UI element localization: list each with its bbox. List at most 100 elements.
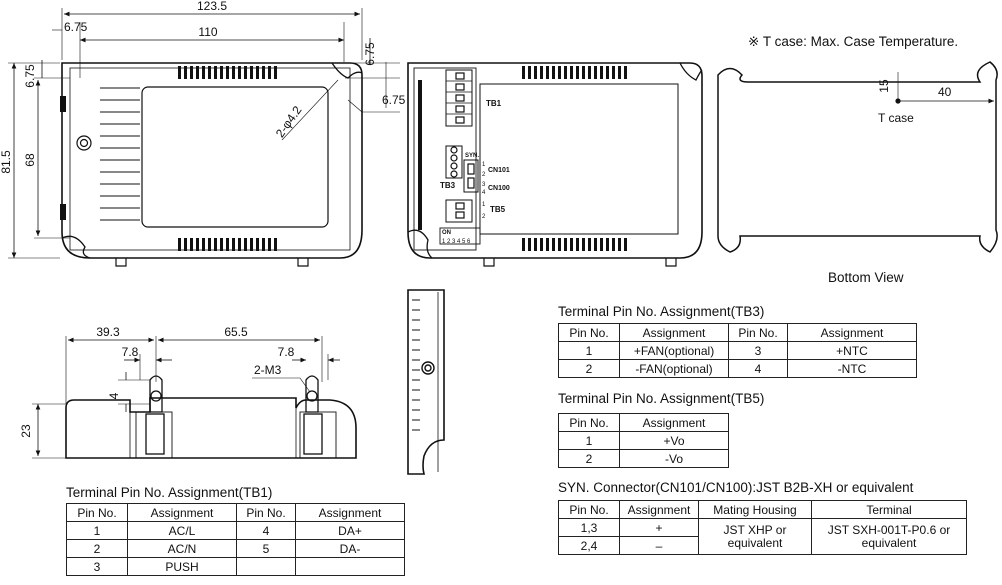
table-cell: 2 <box>66 539 128 558</box>
tb1-table: Pin No. Assignment Pin No. Assignment 1 … <box>66 503 405 576</box>
table-header: Mating Housing <box>698 500 812 519</box>
table-cell: DA- <box>295 539 405 558</box>
table-cell: -FAN(optional) <box>619 359 729 378</box>
tb1-caption: Terminal Pin No. Assignment(TB1) <box>66 485 273 500</box>
dim-clip-left: 7.8 <box>122 345 139 359</box>
table-row: 2 -Vo <box>558 449 729 468</box>
tb5-table: Pin No. Assignment 1 +Vo 2 -Vo <box>558 413 729 468</box>
table-row: 1,3 + JST XHP or equivalent JST SXH-001T… <box>558 518 967 555</box>
table-cell <box>236 557 296 576</box>
table-header: Assignment <box>619 323 729 342</box>
table-header: Assignment <box>787 323 917 342</box>
table-header-row: Pin No. Assignment Mating Housing Termin… <box>558 500 967 519</box>
tcase-label: T case <box>878 111 914 125</box>
dim-height-inner: 68 <box>23 153 37 167</box>
dim-15: 15 <box>877 79 891 93</box>
tcase-point <box>895 98 901 104</box>
dim-side-span: 65.5 <box>224 325 248 339</box>
table-cell: AC/L <box>127 521 237 540</box>
table-cell: 4 <box>728 359 788 378</box>
table-header: Assignment <box>619 500 699 519</box>
on-label: ON <box>442 230 451 236</box>
dim-body-width: 110 <box>198 25 217 39</box>
side-view <box>32 336 357 459</box>
table-row: 1 +FAN(optional) 3 +NTC <box>558 341 917 360</box>
tb3-label: TB3 <box>440 181 456 190</box>
table-header: Pin No. <box>558 413 620 432</box>
tb3-table: Pin No. Assignment Pin No. Assignment 1 … <box>558 323 917 378</box>
dim-side-left: 39.3 <box>96 325 120 339</box>
cn100-label: CN100 <box>488 185 510 192</box>
cn101-label: CN101 <box>488 167 510 174</box>
dim-40: 40 <box>938 85 952 99</box>
table-header: Pin No. <box>728 323 788 342</box>
tb5-pin1-label: 1 <box>482 202 486 208</box>
table-cell: AC/N <box>127 539 237 558</box>
table-cell: 2,4 <box>558 536 620 555</box>
table-row: 2 AC/N 5 DA- <box>66 539 405 558</box>
syn-pin2-label: 2 <box>482 172 486 178</box>
table-header: Pin No. <box>236 503 296 522</box>
table-cell: +FAN(optional) <box>619 341 729 360</box>
table-cell: 5 <box>236 539 296 558</box>
table-cell: 2 <box>558 449 620 468</box>
table-cell: 3 <box>728 341 788 360</box>
bottom-view <box>717 61 998 253</box>
syn-pin4-label: 4 <box>482 190 486 196</box>
dim-height-total: 81.5 <box>0 150 13 174</box>
table-cell: 1 <box>558 341 620 360</box>
tb3-caption: Terminal Pin No. Assignment(TB3) <box>558 304 765 319</box>
table-row: 2 -FAN(optional) 4 -NTC <box>558 359 917 378</box>
table-cell: 2 <box>558 359 620 378</box>
bottom-view-caption: Bottom View <box>828 270 904 285</box>
table-cell: 3 <box>66 557 128 576</box>
tb5-pin2-label: 2 <box>482 214 486 220</box>
dim-height-side: 23 <box>19 424 33 438</box>
table-cell: DA+ <box>295 521 405 540</box>
table-row: 3 PUSH <box>66 557 405 576</box>
mating-housing-cell: JST XHP or equivalent <box>698 518 812 555</box>
table-header: Assignment <box>295 503 405 522</box>
table-cell: +Vo <box>619 431 729 450</box>
table-cell: + <box>619 518 699 537</box>
terminal-cell: JST SXH-001T-P0.6 or equivalent <box>811 518 967 555</box>
table-header: Pin No. <box>66 503 128 522</box>
end-view <box>407 289 445 475</box>
syn-label: SYN. <box>465 153 479 159</box>
table-header: Pin No. <box>558 500 620 519</box>
connector-view <box>407 62 703 267</box>
dim-total-width: 123.5 <box>197 0 227 13</box>
table-row: 1 +Vo <box>558 431 729 450</box>
syn-pin1-label: 1 <box>482 162 486 168</box>
dim-screw-label: 2-M3 <box>254 363 282 377</box>
table-header: Pin No. <box>558 323 620 342</box>
table-cell: -Vo <box>619 449 729 468</box>
table-cell: – <box>619 536 699 555</box>
syn-table: Pin No. Assignment Mating Housing Termin… <box>558 500 967 555</box>
dip-label: 1 2 3 4 5 6 <box>442 239 471 245</box>
dim-top-offset: 6.75 <box>23 64 37 88</box>
tb1-label: TB1 <box>486 99 502 108</box>
dim-clip-right: 7.8 <box>278 345 295 359</box>
table-cell: +NTC <box>787 341 917 360</box>
table-row: 2,4 – <box>558 536 967 555</box>
table-cell: -NTC <box>787 359 917 378</box>
top-view <box>8 8 400 267</box>
dim-right-offset-side: 6.75 <box>382 93 406 107</box>
table-cell: 1 <box>66 521 128 540</box>
dim-left-offset: 6.75 <box>64 20 88 34</box>
syn-caption: SYN. Connector(CN101/CN100):JST B2B-XH o… <box>558 480 914 495</box>
table-header: Assignment <box>619 413 729 432</box>
syn-pin3-label: 3 <box>482 182 486 188</box>
dim-gap: 4 <box>107 392 121 399</box>
tb5-caption: Terminal Pin No. Assignment(TB5) <box>558 391 765 406</box>
table-cell: PUSH <box>127 557 237 576</box>
table-header-row: Pin No. Assignment Pin No. Assignment <box>558 323 917 342</box>
table-header-row: Pin No. Assignment Pin No. Assignment <box>66 503 405 522</box>
table-cell: 1 <box>558 431 620 450</box>
tb5-label: TB5 <box>490 205 506 214</box>
table-header: Terminal <box>811 500 967 519</box>
table-cell: 1,3 <box>558 518 620 537</box>
table-header: Assignment <box>127 503 237 522</box>
